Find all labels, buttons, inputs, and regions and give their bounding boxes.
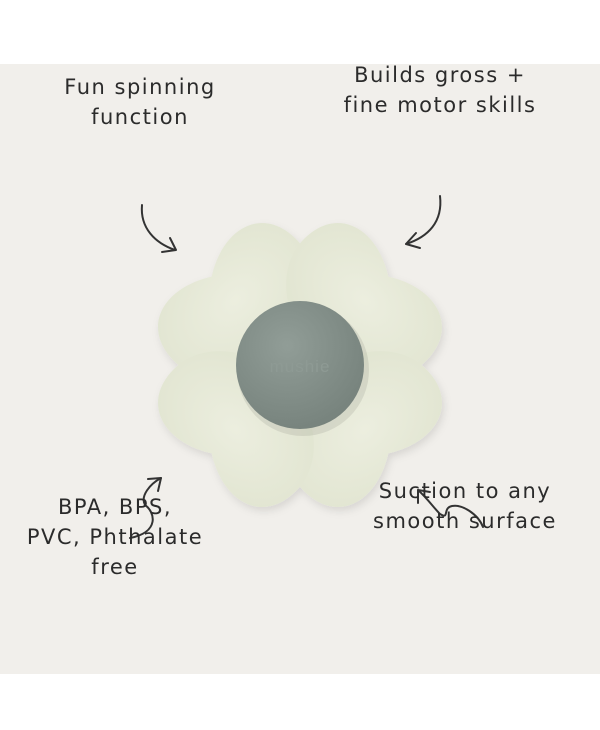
arrow-icon [129, 477, 162, 539]
callout-line: smooth surface [373, 509, 557, 533]
callout-line: function [91, 105, 189, 129]
callout-line: Suction to any [378, 479, 552, 503]
spinner-center: mushie [236, 301, 369, 436]
callout-line: BPA, BPS, [57, 495, 173, 519]
callout-line: free [91, 555, 139, 579]
callout-line: Fun spinning [64, 75, 216, 99]
callout-materials-free: BPA, BPS, PVC, Phthalate free [0, 492, 230, 582]
callout-suction: Suction to any smooth surface [350, 476, 580, 536]
callout-line: Builds gross + [354, 63, 526, 87]
arrow-icon [140, 204, 177, 253]
callout-spinning-function: Fun spinning function [40, 72, 240, 132]
arrow-icon [405, 195, 442, 249]
callout-motor-skills: Builds gross + fine motor skills [320, 60, 560, 120]
callout-line: PVC, Phthalate [26, 525, 204, 549]
brand-emboss: mushie [270, 357, 331, 376]
arrow-icon [417, 489, 484, 528]
callout-line: fine motor skills [343, 93, 537, 117]
